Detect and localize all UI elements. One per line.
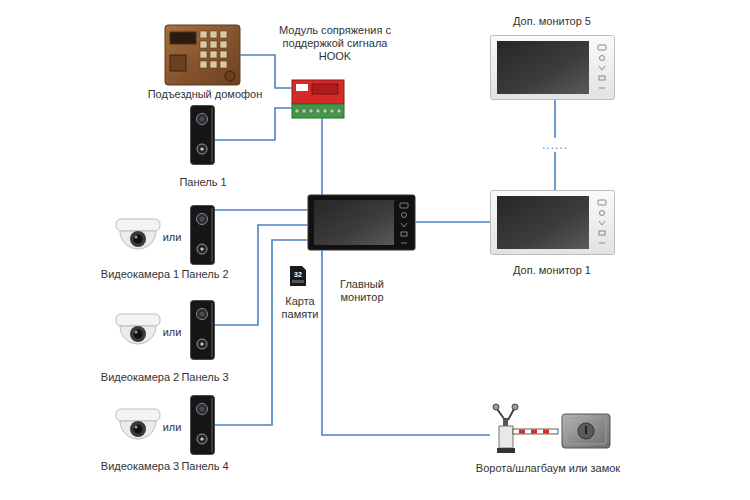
device-node: Модуль сопряжения с поддержкой сигнала H… bbox=[292, 80, 344, 118]
device-node: Ворота/шлагбаум или замок bbox=[490, 405, 615, 455]
device-label: Панель 1 bbox=[179, 176, 226, 189]
device-label: Главный монитор bbox=[332, 278, 392, 304]
device-node: Панель 1 bbox=[190, 105, 215, 165]
or-label: или bbox=[163, 326, 182, 339]
device-node: Доп. монитор 1 bbox=[490, 190, 615, 255]
terminal-screws bbox=[295, 109, 341, 113]
device-label: Панель 2 bbox=[181, 268, 228, 281]
sd-card-body bbox=[290, 266, 306, 286]
lamp bbox=[512, 404, 518, 410]
call-panel bbox=[191, 396, 215, 455]
intercom-reader bbox=[170, 55, 186, 71]
intercom-display bbox=[170, 32, 196, 44]
keyhole bbox=[585, 426, 587, 434]
monitor-screen bbox=[314, 200, 394, 245]
monitor-buttons bbox=[400, 203, 408, 243]
device-label: Ворота/шлагбаум или замок bbox=[476, 462, 620, 475]
device-label: Доп. монитор 5 bbox=[513, 15, 591, 28]
extra-monitor bbox=[491, 191, 615, 255]
device-label: Карта памяти bbox=[279, 295, 321, 321]
signal-wire bbox=[240, 55, 292, 88]
device-node: Панель 4 bbox=[190, 395, 215, 455]
intercom-panel bbox=[165, 25, 240, 85]
barrier-housing bbox=[499, 426, 513, 448]
device-node: Главный монитор bbox=[308, 195, 415, 250]
interface-module bbox=[292, 80, 344, 118]
sd-card-stripe bbox=[292, 280, 304, 283]
barrier-arm bbox=[513, 429, 558, 434]
device-node: Панель 3 bbox=[190, 300, 215, 360]
call-panel bbox=[191, 106, 215, 165]
electric-lock bbox=[562, 414, 610, 448]
lamp bbox=[493, 404, 499, 410]
device-node: Видеокамера 3 bbox=[112, 405, 164, 450]
dome-camera bbox=[116, 219, 160, 249]
main-monitor bbox=[308, 195, 415, 250]
device-label: Панель 4 bbox=[181, 460, 228, 473]
signal-wire bbox=[321, 118, 323, 195]
call-panel bbox=[191, 301, 215, 360]
device-node: Подъездный домофон bbox=[165, 25, 240, 85]
device-label: Доп. монитор 1 bbox=[513, 264, 591, 277]
call-panel bbox=[191, 206, 215, 265]
device-label: Панель 3 bbox=[181, 371, 228, 384]
or-label: или bbox=[163, 231, 182, 244]
continuation-dots: ...... bbox=[540, 138, 570, 152]
device-node: Видеокамера 1 bbox=[112, 215, 164, 260]
monitor-frame bbox=[308, 195, 415, 250]
barrier-base bbox=[497, 448, 515, 453]
module-board bbox=[292, 80, 344, 104]
signal-wire bbox=[215, 240, 308, 425]
device-node: Видеокамера 2 bbox=[112, 310, 164, 355]
intercom-keypad bbox=[200, 31, 227, 68]
card-capacity: 32 bbox=[294, 271, 302, 279]
dome-camera bbox=[116, 314, 160, 344]
module-sticker bbox=[296, 84, 308, 91]
memory-card bbox=[290, 266, 306, 286]
module-terminals bbox=[292, 104, 344, 118]
device-label: Видеокамера 1 bbox=[101, 268, 179, 281]
intercom-body bbox=[165, 25, 240, 85]
signal-wire bbox=[215, 108, 292, 140]
device-label: Видеокамера 3 bbox=[101, 460, 179, 473]
device-node: Доп. монитор 5 bbox=[490, 35, 615, 100]
signal-wire bbox=[415, 221, 490, 223]
lock-cylinder bbox=[578, 423, 594, 439]
device-label: Видеокамера 2 bbox=[101, 371, 179, 384]
arm-stripes bbox=[519, 430, 549, 434]
signal-wire bbox=[215, 209, 308, 211]
lock-body bbox=[562, 414, 610, 448]
dome-camera bbox=[116, 409, 160, 439]
device-node: Панель 2 bbox=[190, 205, 215, 265]
intercom-speaker bbox=[225, 71, 235, 81]
signal-wire bbox=[322, 250, 490, 435]
device-label: Подъездный домофон bbox=[148, 88, 263, 101]
extra-monitor bbox=[491, 36, 615, 100]
module-chip bbox=[312, 84, 338, 94]
lock-plate bbox=[566, 418, 606, 444]
device-label: Модуль сопряжения с поддержкой сигнала H… bbox=[279, 24, 391, 64]
or-label: или bbox=[163, 421, 182, 434]
gate-barrier bbox=[493, 404, 558, 453]
